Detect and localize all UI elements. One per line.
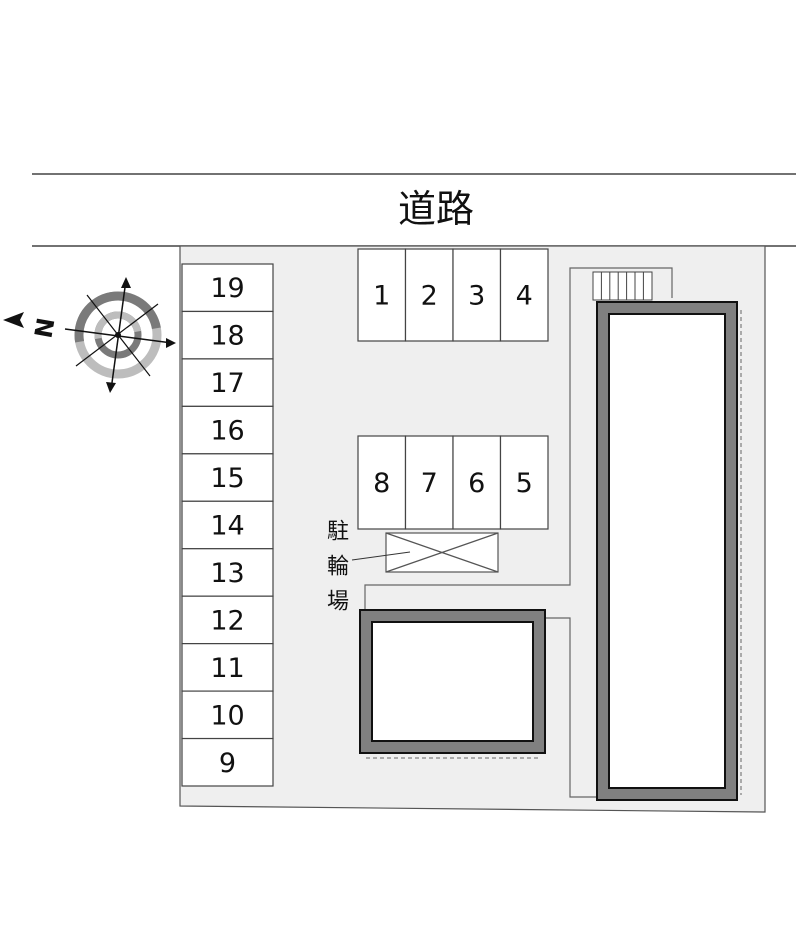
walkway-outline [364,267,673,610]
compass-north-label: N [29,316,60,341]
parking-middle-space [404,435,454,530]
parking-top-space [404,248,454,342]
parking-middle-number: 8 [373,468,390,499]
bike-label-2: 輪 [327,555,349,580]
parking-left-space [181,500,274,550]
parking-top-space [499,248,549,342]
parking-top-number: 4 [516,281,533,312]
parking-left-space [181,263,274,313]
parking-middle-space [499,435,549,530]
parking-top-space [357,248,407,342]
building-large [596,301,742,801]
parking-left-space [181,737,274,787]
parking-middle-number: 6 [468,468,485,499]
parking-middle-number: 7 [421,468,438,499]
parking-left-space [181,643,274,692]
parking-top-number: 2 [421,281,438,312]
bike-parking: 駐 輪 場 [327,520,499,615]
road: 道路 [32,173,796,247]
parking-left-number: 13 [210,558,244,589]
parking-left-number: 14 [210,511,244,542]
bike-label-1: 駐 [327,520,349,545]
parking-left-number: 15 [210,463,244,494]
parking-left-number: 16 [210,416,244,447]
parking-left-space [181,595,274,645]
parking-left-number: 11 [210,653,244,684]
stairs [592,271,653,301]
parking-middle-space [357,435,407,530]
parking-left-space [181,358,274,407]
parking-middle-number: 5 [516,468,533,499]
road-label: 道路 [398,187,474,231]
parking-top-space [452,248,502,342]
compass-icon: N [3,277,176,393]
bike-label-3: 場 [327,590,349,615]
parking-left-space [181,310,274,360]
parking-middle-space [452,435,502,530]
walkway-outline-2 [545,617,597,798]
parking-left-space [181,405,274,455]
parking-left-number: 10 [210,700,244,731]
parking-left-space [181,453,274,502]
building-small [359,609,546,759]
parking-left-space [181,690,274,740]
parking-left-number: 17 [210,368,244,399]
parking-top-number: 1 [373,281,390,312]
parking-top-number: 3 [468,281,485,312]
parking-left-space [181,548,274,597]
parking-left-number: 9 [219,748,236,779]
parking-left-number: 18 [210,321,244,352]
parking-left-number: 19 [210,273,244,304]
parking-left-number: 12 [210,605,244,636]
parking-column-left: 19 18 17 16 15 14 13 12 11 10 9 [181,263,274,787]
leader-line [351,551,411,561]
